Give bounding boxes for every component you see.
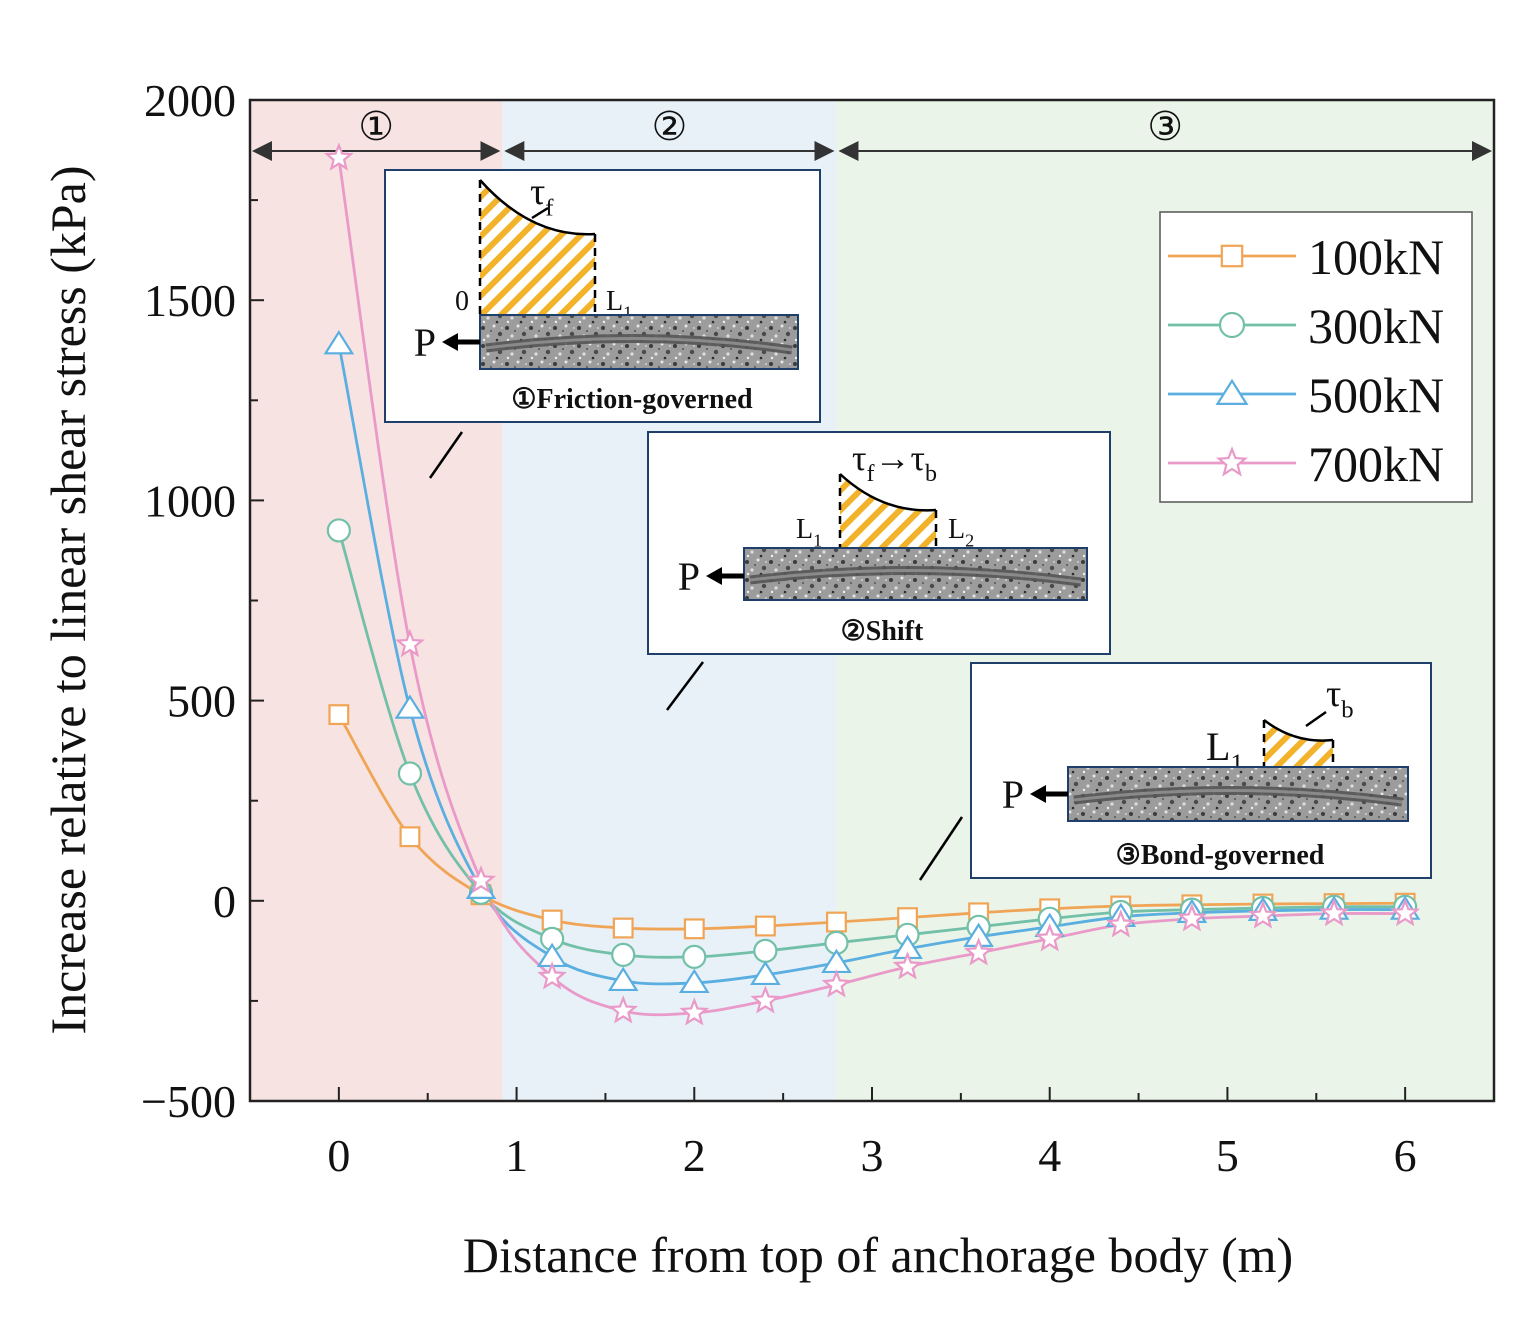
load-arrow-head xyxy=(706,567,722,585)
data-point-700kn xyxy=(466,865,496,894)
data-point-700kn xyxy=(395,628,425,658)
stress-distribution-curve xyxy=(1263,719,1334,742)
legend-label-300kn: 300kN xyxy=(1308,298,1444,354)
y-tick-label: 500 xyxy=(167,676,236,727)
data-point-300kn xyxy=(753,938,778,963)
data-point-100kn xyxy=(612,917,634,939)
stress-distribution-curve xyxy=(479,179,596,236)
x-tick-label: 0 xyxy=(327,1130,350,1181)
y-tick-label: 2000 xyxy=(144,75,236,126)
inset-caption: ③Bond-governed xyxy=(1116,840,1325,871)
data-point-500kn xyxy=(750,960,781,986)
data-point-100kn xyxy=(683,918,705,940)
data-point-700kn xyxy=(821,969,852,998)
inset-length-label: L1 xyxy=(606,286,632,322)
region-arrows: ① ② ③ xyxy=(252,104,1492,161)
inset-leader-line xyxy=(918,816,964,881)
y-tick-label: 1000 xyxy=(144,475,236,526)
data-point-700kn xyxy=(750,985,781,1014)
legend-label-700kn: 700kN xyxy=(1308,436,1444,492)
stress-distribution-curve xyxy=(839,473,937,512)
data-point-100kn xyxy=(826,911,847,933)
stress-pointer xyxy=(1305,710,1327,728)
data-point-700kn xyxy=(608,995,639,1024)
series-line-500kn xyxy=(337,343,1406,986)
data-point-300kn xyxy=(682,944,707,969)
series-lines xyxy=(323,142,1421,1026)
inset-leader-line xyxy=(666,661,704,711)
data-point-300kn xyxy=(611,942,636,967)
x-tick-label: 6 xyxy=(1394,1130,1417,1181)
load-arrow-head xyxy=(1030,785,1046,803)
stress-transition-label: τf→τb xyxy=(852,438,937,487)
load-arrow-label: P xyxy=(414,320,436,365)
data-point-700kn xyxy=(537,961,567,990)
data-point-700kn xyxy=(892,951,923,980)
data-point-700kn xyxy=(1390,898,1421,927)
inset-caption: ①Friction-governed xyxy=(511,384,753,415)
load-arrow-head xyxy=(442,333,458,351)
axes: 0 1 2 3 4 5 6 −500 0 500 1000 1500 2000 xyxy=(141,75,1495,1181)
data-point-100kn xyxy=(399,826,421,848)
x-tick-label: 4 xyxy=(1038,1130,1061,1181)
data-point-100kn xyxy=(754,915,776,937)
region-3-label: ③ xyxy=(1147,104,1183,149)
data-point-700kn xyxy=(1177,903,1207,932)
legend-label-100kn: 100kN xyxy=(1308,229,1444,285)
stress-symbol-label: τf xyxy=(530,171,554,221)
region-2-label: ② xyxy=(651,104,687,149)
data-point-700kn xyxy=(1105,909,1136,938)
y-tick-label: 0 xyxy=(213,876,236,927)
y-tick-label: −500 xyxy=(141,1076,236,1127)
x-tick-label: 1 xyxy=(505,1130,528,1181)
x-axis-label: Distance from top of anchorage body (m) xyxy=(463,1227,1293,1283)
tendon-strand xyxy=(485,337,793,352)
inset-leader-line xyxy=(428,431,464,479)
data-point-700kn xyxy=(323,142,354,171)
legend: 100kN 300kN 500kN 700kN xyxy=(1159,211,1473,503)
data-point-500kn xyxy=(394,694,426,719)
legend-box xyxy=(1159,211,1473,503)
inset-end-label: L2 xyxy=(948,514,974,550)
data-point-700kn xyxy=(963,937,994,966)
tendon-strand xyxy=(1073,788,1403,804)
inset-start-label: L1 xyxy=(796,514,822,550)
stress-pointer xyxy=(531,206,549,220)
tendon-strand xyxy=(749,568,1082,584)
inset-origin-label: 0 xyxy=(455,286,469,317)
legend-label-500kn: 500kN xyxy=(1308,367,1444,423)
y-tick-label: 1500 xyxy=(144,275,236,326)
stress-distribution-area xyxy=(480,180,595,315)
data-point-500kn xyxy=(607,966,639,992)
y-axis-label: Increase relative to linear shear stress… xyxy=(40,165,96,1034)
region-1-label: ① xyxy=(358,104,394,149)
data-point-300kn xyxy=(326,518,351,543)
x-tick-label: 5 xyxy=(1216,1130,1239,1181)
data-point-700kn xyxy=(1319,898,1349,927)
data-point-700kn xyxy=(679,997,710,1026)
inset-frame xyxy=(384,169,821,423)
inset-caption: ②Shift xyxy=(841,616,924,647)
legend-marker-100kn xyxy=(1220,244,1244,268)
stress-symbol-label: τb xyxy=(1326,673,1354,723)
data-point-700kn xyxy=(1034,923,1065,952)
load-arrow-label: P xyxy=(678,554,700,599)
data-point-100kn xyxy=(541,909,563,931)
data-point-700kn xyxy=(1248,900,1278,929)
data-point-300kn xyxy=(397,761,423,786)
x-tick-label: 2 xyxy=(683,1130,706,1181)
x-tick-label: 3 xyxy=(861,1130,884,1181)
data-point-500kn xyxy=(678,968,710,994)
legend-marker-500kn xyxy=(1215,378,1249,405)
inset-friction-governed: τf 0 L1P ①Friction-governed xyxy=(384,169,821,479)
load-arrow-label: P xyxy=(1002,772,1024,817)
data-point-500kn xyxy=(323,330,355,355)
data-point-100kn xyxy=(328,704,350,726)
legend-marker-700kn xyxy=(1216,446,1248,477)
legend-marker-300kn xyxy=(1218,311,1246,339)
